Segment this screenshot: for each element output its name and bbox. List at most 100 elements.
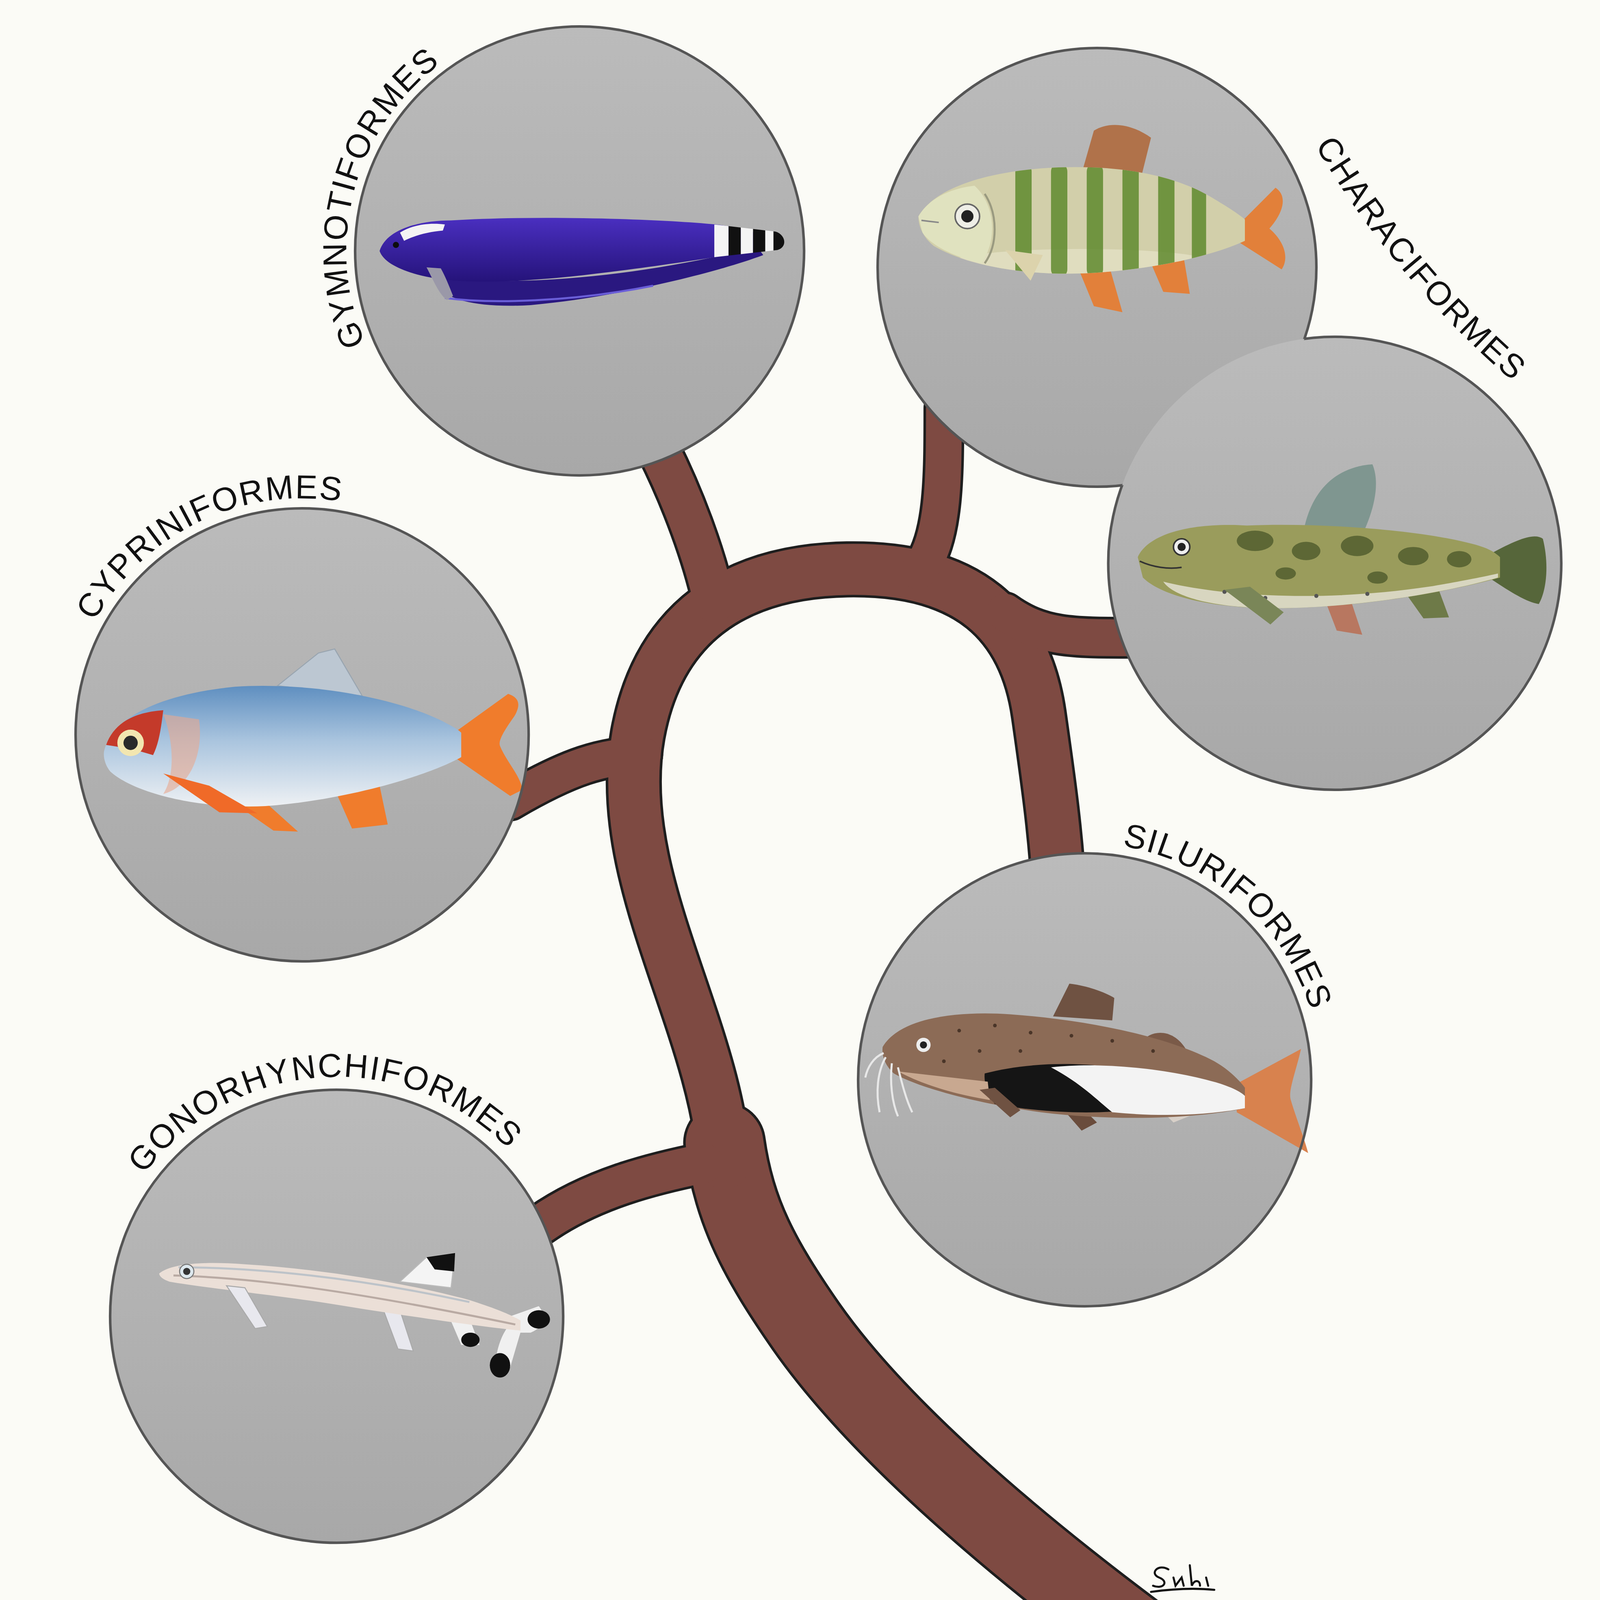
signature-mark bbox=[1189, 1565, 1200, 1586]
characin-figure bbox=[1122, 163, 1139, 278]
trahira-figure bbox=[1177, 542, 1186, 551]
rudd-figure bbox=[104, 685, 462, 807]
trahira-figure bbox=[1304, 464, 1377, 533]
characin-figure bbox=[918, 124, 1286, 313]
clade-circle: SILURIFORMES bbox=[854, 849, 1316, 1311]
tree-trunk bbox=[540, 1163, 705, 1225]
trahira-figure bbox=[1292, 542, 1321, 561]
knifefish-figure bbox=[728, 219, 741, 263]
redtail-catfish-figure bbox=[865, 1053, 913, 1117]
redtail-catfish-figure bbox=[897, 1067, 913, 1113]
trahira-figure bbox=[1139, 561, 1182, 569]
gonorhynchiform-figure bbox=[489, 1352, 511, 1378]
trahira-figure bbox=[1446, 550, 1472, 568]
redtail-catfish-figure bbox=[979, 1087, 1021, 1118]
knifefish-figure bbox=[773, 219, 790, 263]
knifefish-figure bbox=[392, 241, 399, 248]
gonorhynchiform-figure bbox=[183, 1268, 191, 1276]
trahira-figure bbox=[1275, 567, 1296, 580]
knifefish-figure bbox=[740, 219, 753, 263]
rudd-figure bbox=[163, 773, 258, 814]
trahira-figure bbox=[1236, 530, 1274, 551]
rudd-figure bbox=[117, 729, 144, 757]
order-label: GONORHYNCHIFORMES bbox=[106, 1085, 568, 1547]
label-letter: N bbox=[318, 242, 352, 267]
disc-fill bbox=[75, 508, 529, 962]
redtail-catfish-figure bbox=[1028, 1030, 1033, 1035]
circle-outline bbox=[854, 849, 1316, 1311]
knifefish-figure bbox=[714, 219, 729, 263]
gonorhynchiform-figure bbox=[178, 1267, 470, 1302]
characin-figure bbox=[921, 220, 939, 223]
redtail-catfish-figure bbox=[1110, 1038, 1115, 1043]
label-letter: N bbox=[289, 1049, 318, 1086]
order-label: CHARACIFORMES bbox=[873, 43, 1566, 794]
knifefish-figure bbox=[379, 217, 790, 306]
gonorhynchiform-figure bbox=[426, 1253, 456, 1272]
order-label: GYMNOTIFORMES bbox=[351, 22, 809, 480]
knifefish-figure bbox=[714, 219, 790, 263]
characin-figure bbox=[984, 193, 995, 264]
signature-mark bbox=[1151, 1588, 1215, 1592]
characin-figure bbox=[918, 185, 992, 264]
redtail-catfish-figure bbox=[1151, 1049, 1155, 1053]
redtail-catfish-figure bbox=[919, 1041, 928, 1049]
characin-figure bbox=[955, 203, 980, 229]
redtail-catfish-figure bbox=[891, 1063, 898, 1117]
knifefish-figure bbox=[426, 267, 454, 300]
circle-border bbox=[75, 508, 529, 962]
label-letter: H bbox=[342, 1048, 370, 1084]
signature-mark bbox=[1153, 1567, 1169, 1587]
circle-outline bbox=[71, 504, 533, 966]
gonorhynchiform-figure bbox=[159, 1263, 521, 1331]
characin-figure bbox=[1191, 163, 1206, 278]
disc-fill bbox=[1107, 336, 1561, 790]
trahira-figure bbox=[1367, 571, 1388, 584]
characin-figure bbox=[1079, 269, 1123, 313]
label-letter: O bbox=[318, 212, 354, 242]
knifefish-figure bbox=[752, 219, 766, 263]
tree-trunk bbox=[918, 408, 944, 572]
order-label: SILURIFORMES bbox=[854, 849, 1316, 1311]
trahira-figure bbox=[1224, 586, 1284, 625]
clade-circle: GYMNOTIFORMES bbox=[351, 22, 809, 480]
redtail-catfish-figure bbox=[916, 1037, 931, 1052]
circle-border bbox=[110, 1089, 564, 1543]
label-letter: M bbox=[263, 470, 295, 506]
tree-trunk bbox=[658, 448, 715, 603]
circle-outline bbox=[106, 1085, 568, 1547]
redtail-catfish-figure bbox=[865, 1053, 884, 1078]
trahira-figure bbox=[1326, 604, 1363, 635]
gonorhynchiform-figure bbox=[461, 1332, 480, 1347]
trahira-figure bbox=[1137, 464, 1547, 635]
redtail-catfish-figure bbox=[977, 1049, 982, 1053]
disc-fill bbox=[110, 1089, 564, 1543]
knifefish-figure bbox=[765, 219, 774, 263]
trahira-figure bbox=[1365, 591, 1370, 597]
redtail-catfish-figure bbox=[957, 1028, 961, 1033]
clade-circle: CYPRINIFORMES bbox=[71, 504, 533, 966]
disc-fill bbox=[75, 26, 1562, 1543]
rudd-figure bbox=[104, 648, 523, 832]
circle-border bbox=[1107, 336, 1561, 790]
redtail-catfish-figure bbox=[882, 1013, 1245, 1118]
tree-outline bbox=[658, 448, 715, 603]
circle-border bbox=[858, 853, 1312, 1307]
characin-figure bbox=[1086, 163, 1104, 278]
label-letter: C bbox=[317, 1048, 343, 1083]
trahira-figure bbox=[1137, 524, 1501, 609]
rudd-figure bbox=[123, 735, 138, 751]
gonorhynchiform-figure bbox=[179, 1264, 194, 1279]
characin-figure bbox=[1051, 163, 1068, 278]
trahira-figure bbox=[1163, 573, 1499, 608]
tree-outline bbox=[918, 408, 944, 572]
characin-figure bbox=[961, 210, 974, 223]
trahira-figure bbox=[1491, 536, 1547, 605]
circle-border bbox=[877, 47, 1317, 487]
redtail-catfish-figure bbox=[942, 1059, 946, 1063]
trahira-figure bbox=[1398, 546, 1429, 566]
redtail-catfish-figure bbox=[1069, 1034, 1074, 1038]
